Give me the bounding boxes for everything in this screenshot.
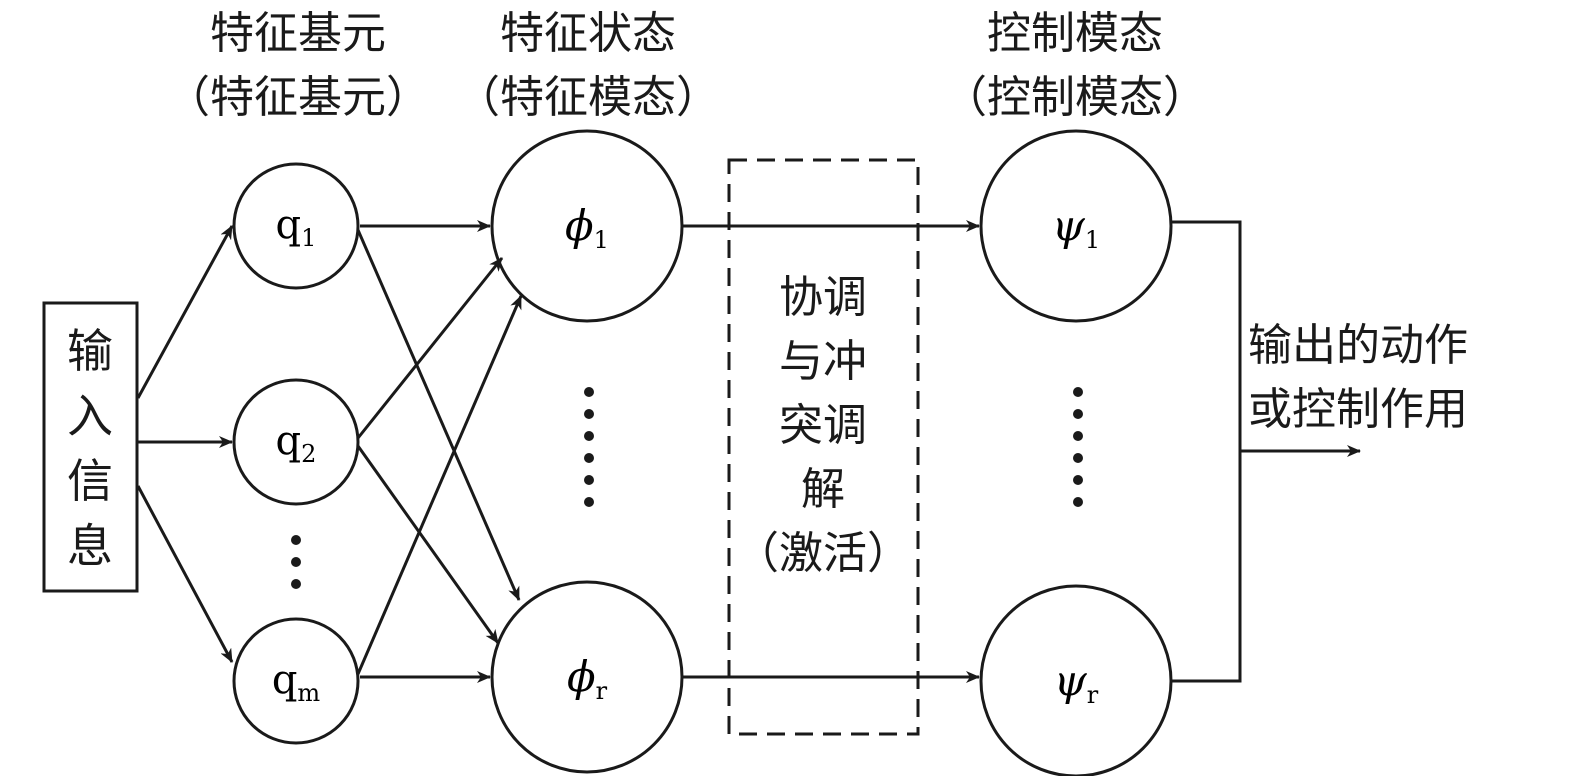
primitive-node-1 (232, 162, 360, 290)
control-ellipsis (1073, 387, 1083, 507)
output-line-2: 或控制作用 (1248, 384, 1468, 435)
primitive-node-m (232, 617, 360, 745)
arrow-q1-phir (356, 229, 521, 601)
arrow-q2-phir (356, 445, 500, 644)
state-label-r: ϕr (567, 652, 608, 705)
coordination-line-3: 突调 (779, 400, 867, 451)
output-bracket (1171, 220, 1242, 683)
control-label-r: ψr (1054, 656, 1099, 709)
primitive-label-1: q1 (276, 202, 317, 252)
header-primitive-sub: （特征基元） (166, 72, 430, 123)
output-line-1: 输出的动作 (1248, 320, 1468, 371)
header-primitive: 特征基元 （特征基元） (166, 8, 430, 123)
primitive-node-2 (232, 378, 360, 506)
arrow-input-qm (136, 485, 234, 663)
arrow-input-q1 (136, 225, 234, 399)
coordination-line-4: 解 (801, 464, 845, 515)
control-node-1 (979, 129, 1173, 323)
coordination-line-5: （激活） (735, 528, 911, 579)
coordination-line-1: 协调 (779, 272, 867, 323)
input-char-2: 入 (67, 389, 113, 443)
header-control-sub: （控制模态） (943, 72, 1207, 123)
primitive-label-2: q2 (276, 418, 317, 468)
input-box (42, 301, 139, 593)
header-state: 特征状态 （特征模态） (456, 8, 720, 123)
state-label-1: ϕ1 (565, 201, 609, 254)
arrow-q2-phi1 (356, 257, 504, 439)
coordination-line-2: 与冲 (779, 336, 867, 387)
header-primitive-title: 特征基元 (210, 8, 386, 59)
header-state-sub: （特征模态） (456, 72, 720, 123)
state-ellipsis (584, 387, 594, 507)
primitive-label-m: qm (272, 657, 321, 707)
arrow-qm-phi1 (356, 295, 523, 675)
header-control: 控制模态 （控制模态） (943, 8, 1207, 123)
coordination-box (727, 158, 920, 736)
primitive-ellipsis (291, 535, 301, 589)
control-label-1: ψ1 (1052, 201, 1100, 254)
input-char-3: 信 (67, 454, 113, 508)
header-control-title: 控制模态 (987, 8, 1163, 59)
header-state-title: 特征状态 (500, 8, 676, 59)
input-char-4: 息 (67, 519, 113, 573)
input-char-1: 输 (67, 324, 113, 378)
